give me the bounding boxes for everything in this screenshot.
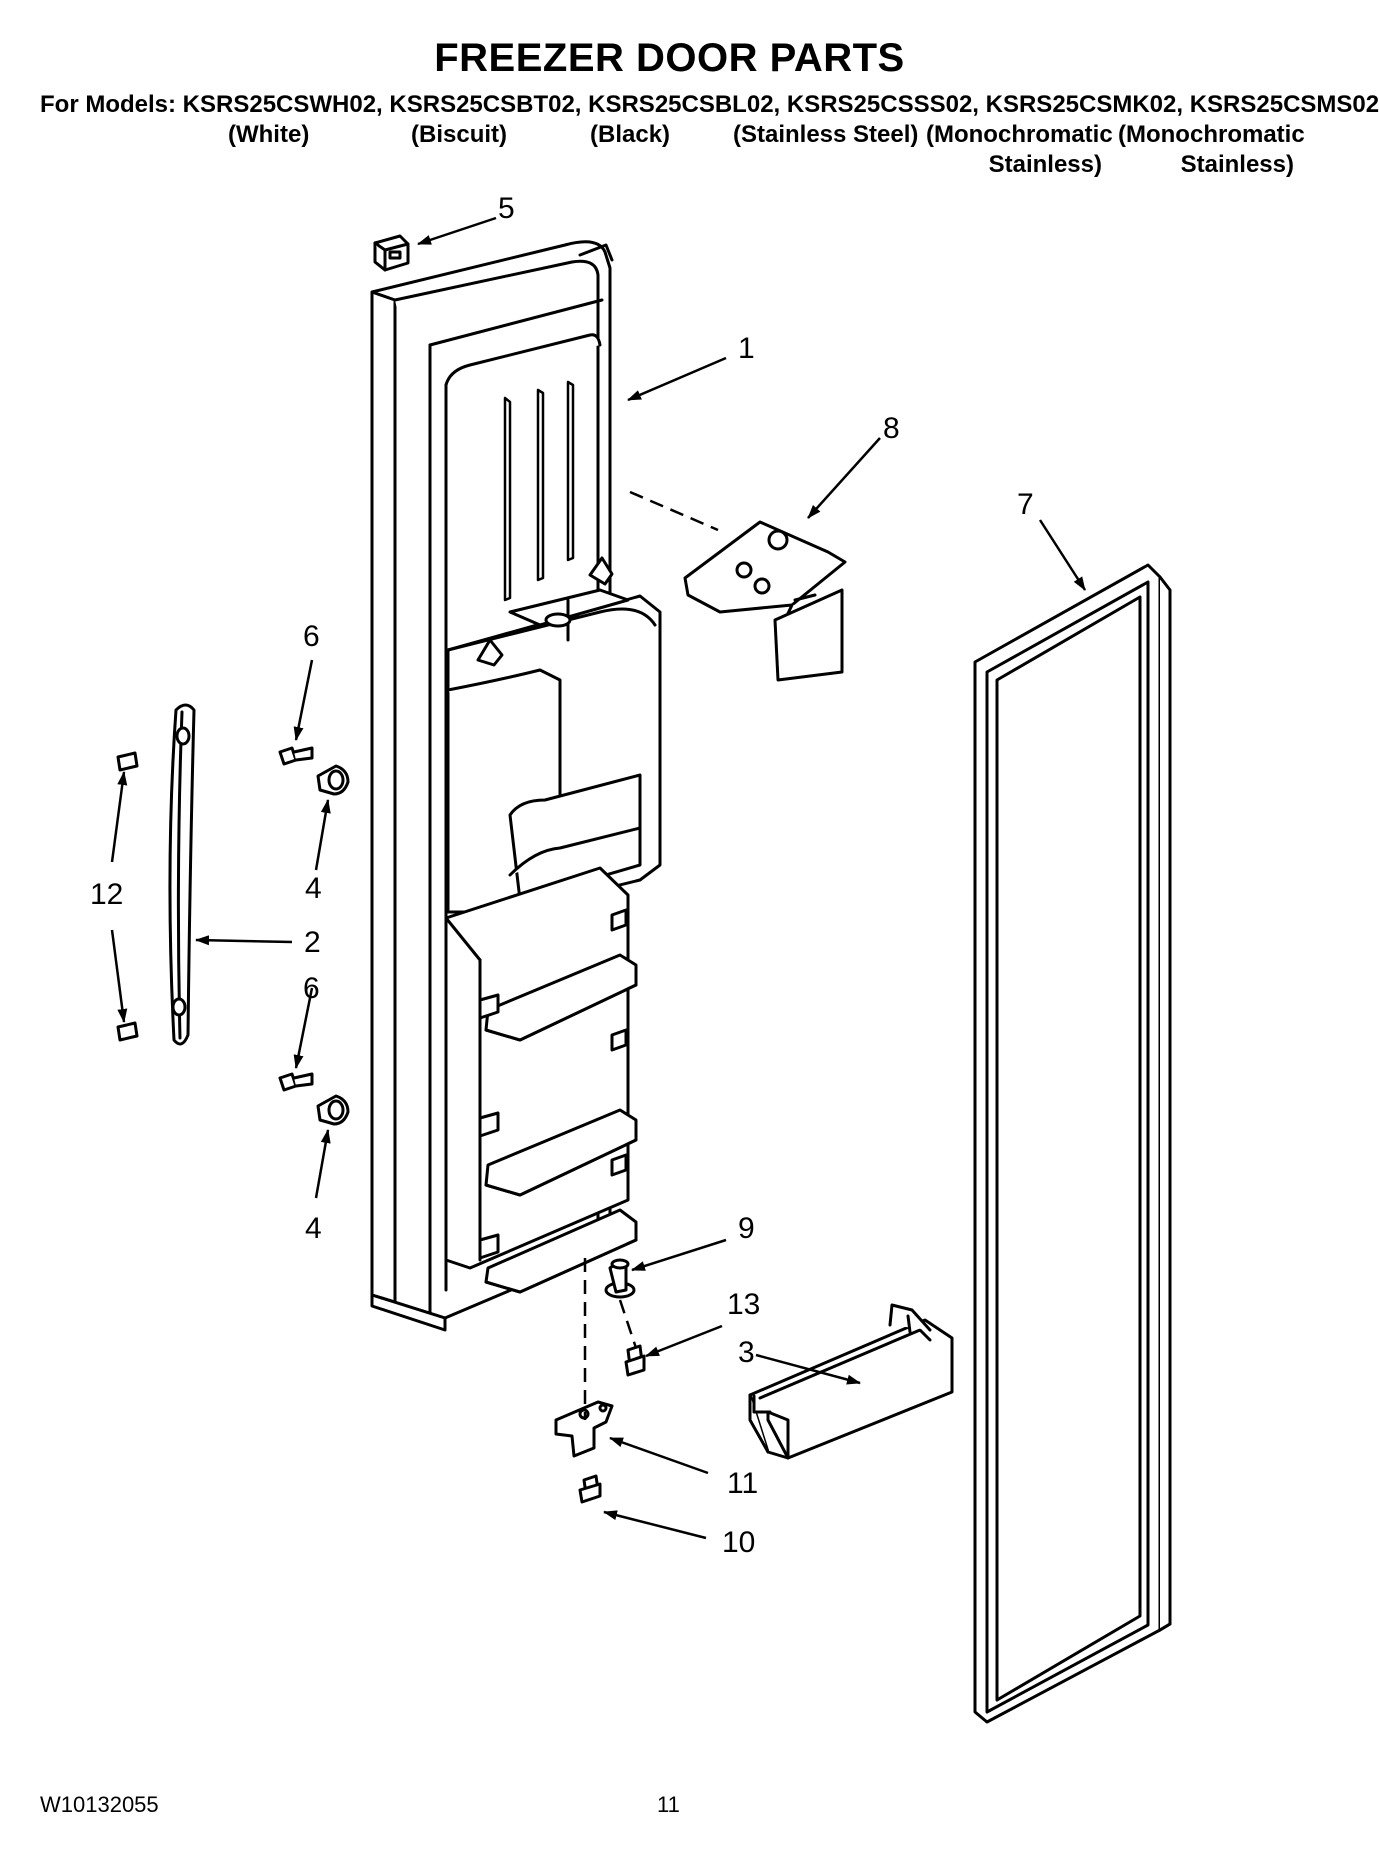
alignment-lines <box>583 490 719 1420</box>
page-title: FREEZER DOOR PARTS <box>434 36 905 80</box>
hinge-screw <box>624 1344 646 1377</box>
callout-11: 11 <box>727 1467 758 1500</box>
callout-3: 3 <box>738 1336 755 1369</box>
exploded-parts-diagram: 5 1 8 7 6 4 12 2 6 4 9 13 3 11 10 <box>90 192 1172 1724</box>
callout-13: 13 <box>727 1288 760 1321</box>
dispenser-plate <box>683 520 847 682</box>
callout-2: 2 <box>304 926 321 959</box>
top-hinge-cover <box>373 234 410 272</box>
callout-4-upper: 4 <box>305 872 322 905</box>
handle-mount-screws-and-spacers <box>278 746 350 1126</box>
document-number: W10132055 <box>40 1792 159 1817</box>
callout-1: 1 <box>738 332 755 365</box>
callout-6-upper: 6 <box>303 620 320 653</box>
bottom-hinge-pin <box>604 1258 636 1299</box>
color-label-white: (White) <box>228 121 310 148</box>
freezer-door-liner <box>370 240 662 1332</box>
color-label-monochromatic-2: (Monochromatic Stainless) <box>1118 121 1305 178</box>
door-gasket <box>973 563 1172 1724</box>
callout-12: 12 <box>90 878 123 911</box>
page-number: 11 <box>657 1792 680 1817</box>
callout-6-lower: 6 <box>303 972 320 1005</box>
callout-9: 9 <box>738 1212 755 1245</box>
callout-8: 8 <box>883 412 900 445</box>
callout-5: 5 <box>498 192 515 225</box>
callout-numbers: 5 1 8 7 6 4 12 2 6 4 9 13 3 11 10 <box>90 192 1034 1559</box>
door-handle <box>168 703 196 1046</box>
models-line: For Models: KSRS25CSWH02, KSRS25CSBT02, … <box>40 91 1379 118</box>
handle-screws <box>116 751 139 1042</box>
leader-lines <box>110 216 1087 1540</box>
callout-10: 10 <box>722 1526 755 1559</box>
callout-7: 7 <box>1017 488 1034 521</box>
bottom-hinge-bracket <box>554 1400 614 1458</box>
callout-4-lower: 4 <box>305 1212 322 1245</box>
color-label-black: (Black) <box>590 121 671 148</box>
color-label-monochromatic-1: (Monochromatic Stainless) <box>926 121 1113 178</box>
color-label-stainless-steel: (Stainless Steel) <box>733 121 919 148</box>
bracket-screw <box>578 1474 602 1504</box>
color-label-biscuit: (Biscuit) <box>411 121 507 148</box>
door-bin <box>748 1303 954 1460</box>
